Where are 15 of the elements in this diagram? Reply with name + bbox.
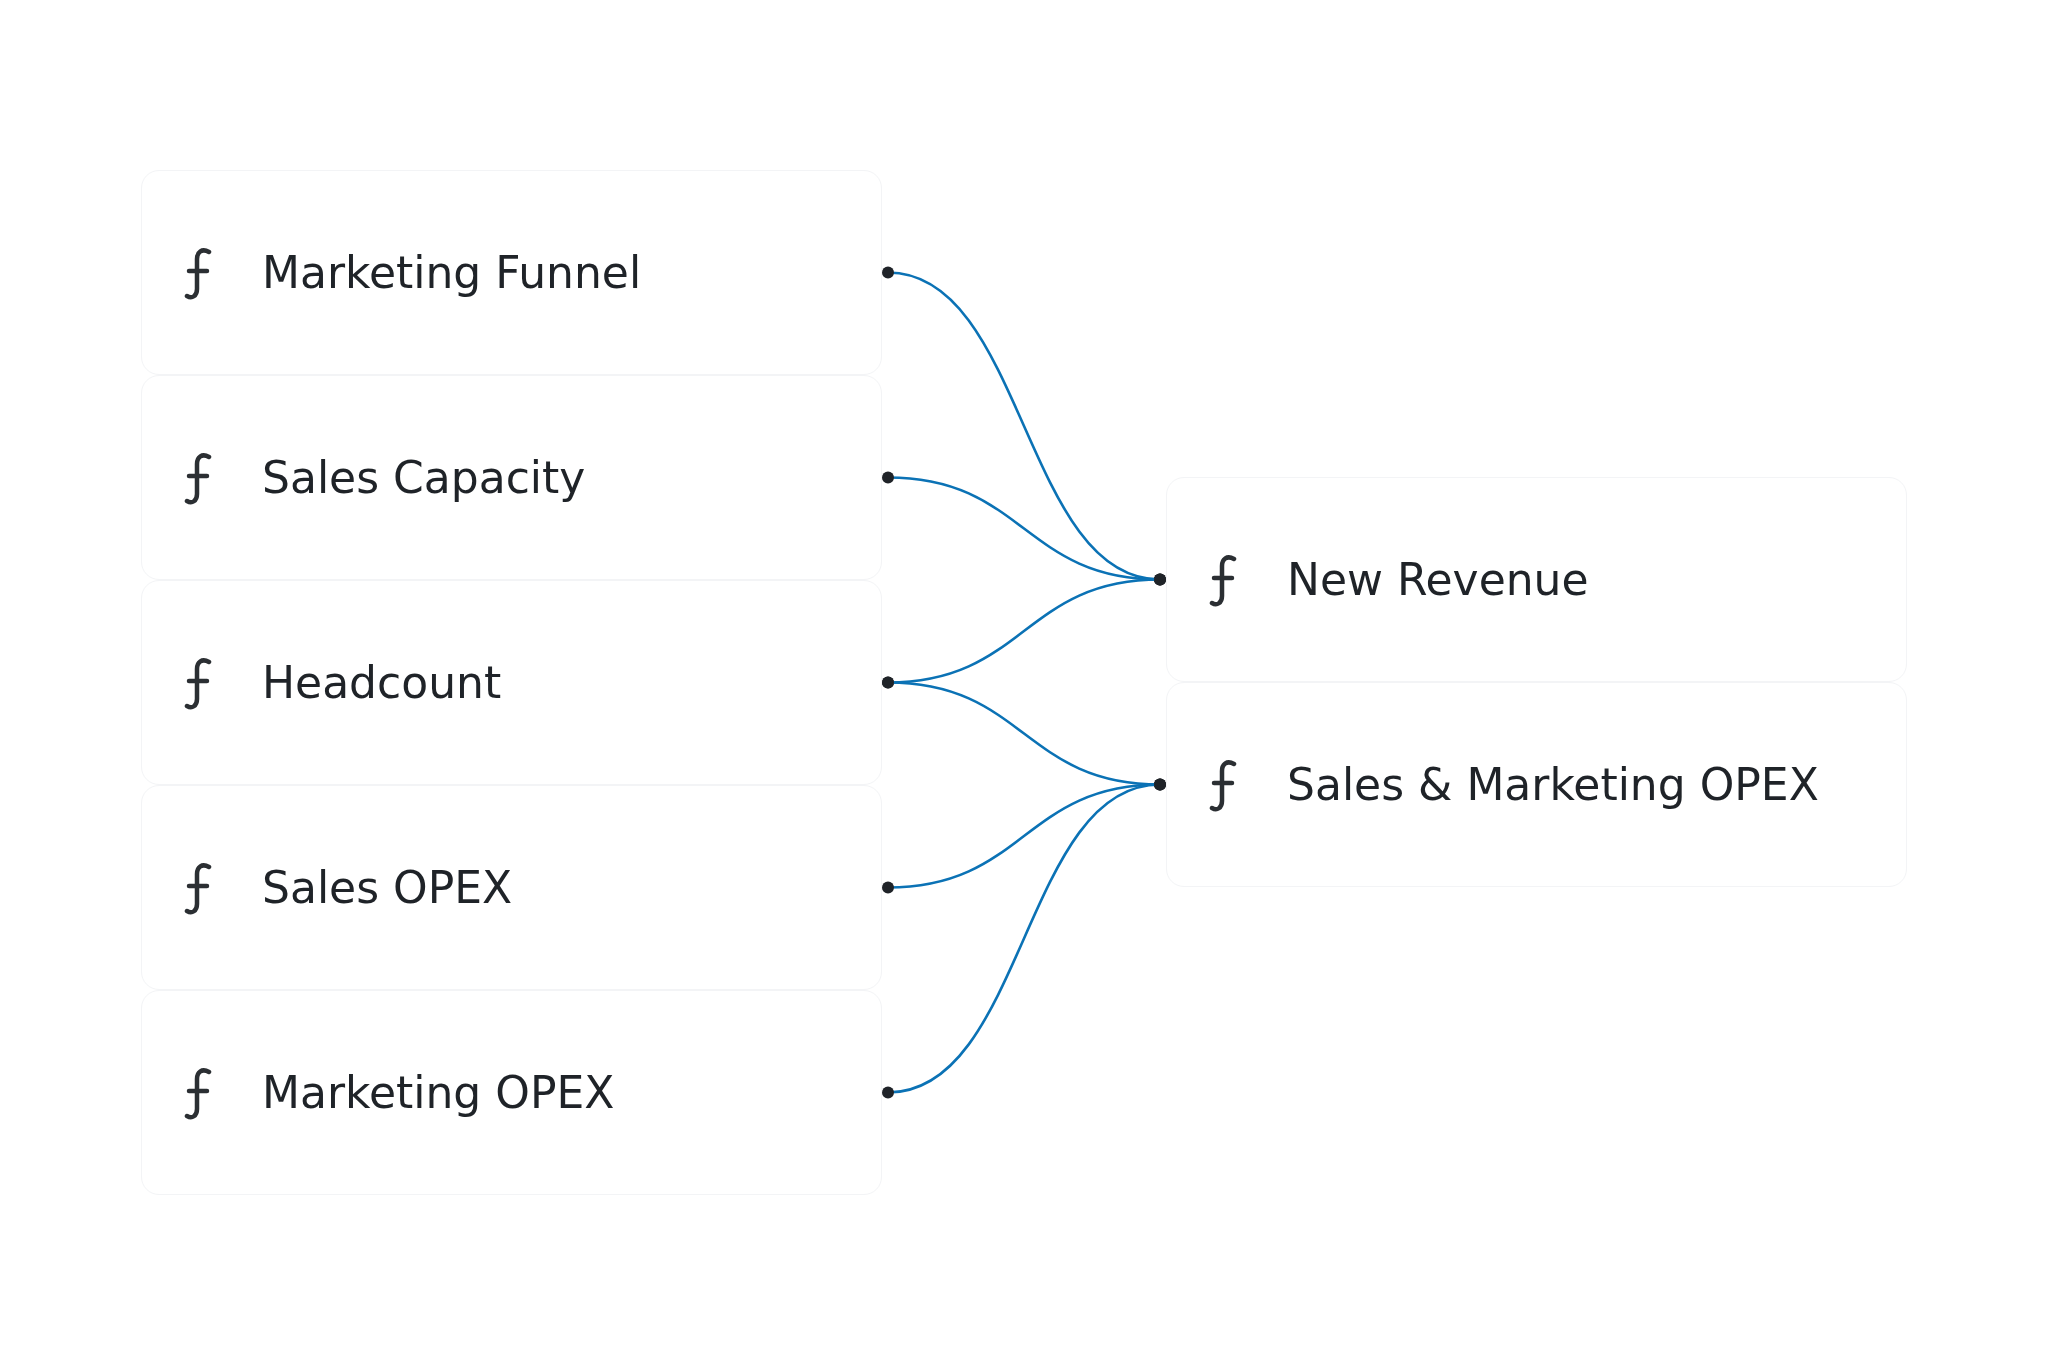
node-label: Marketing OPEX (262, 1067, 615, 1118)
formula-card (141, 990, 882, 1195)
connector (882, 778, 1166, 1099)
formula-card (141, 375, 882, 580)
formula-card (1166, 682, 1907, 887)
formula-card (1166, 477, 1907, 682)
node-label: Sales & Marketing OPEX (1287, 759, 1819, 810)
formula-card (141, 580, 882, 785)
node-label: Sales OPEX (262, 862, 513, 913)
node-label: Headcount (262, 657, 502, 708)
node-label: Marketing Funnel (262, 247, 642, 298)
formula-card (141, 785, 882, 990)
node-label: New Revenue (1287, 554, 1589, 605)
node-label: Sales Capacity (262, 452, 586, 503)
formula-card (141, 170, 882, 375)
